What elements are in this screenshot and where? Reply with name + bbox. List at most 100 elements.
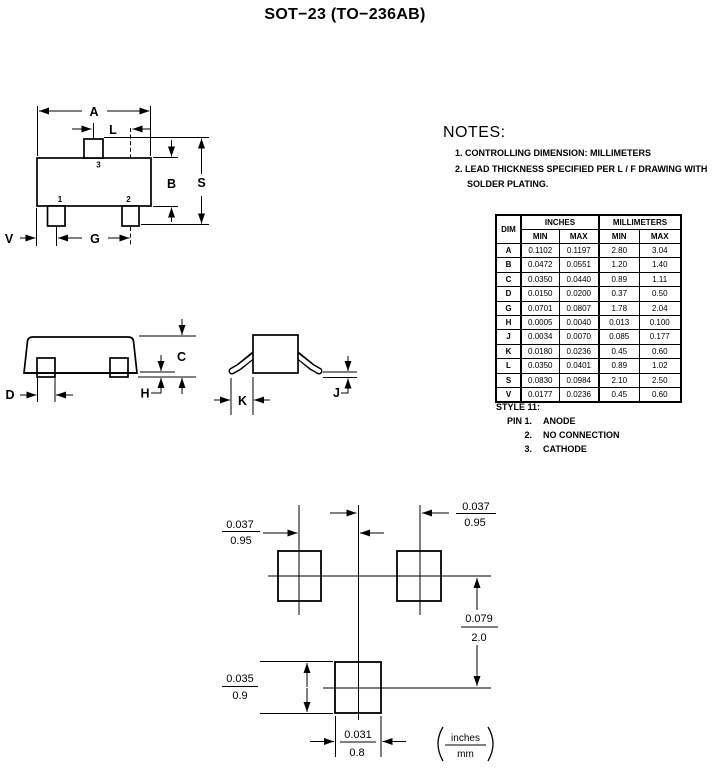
value-cell: 0.013 [598, 315, 640, 331]
value-cell: 0.0005 [520, 315, 560, 331]
note-2-continued: SOLDER PLATING. [467, 179, 549, 189]
group-header-millimeters: MILLIMETERS [598, 214, 682, 230]
notes-heading: NOTES: [443, 124, 506, 141]
dimension-d: D [5, 378, 73, 402]
pin-row-number: 3. [524, 444, 532, 454]
package-side-view: C H D [5, 319, 196, 402]
dimension-a: A [37, 105, 151, 156]
value-cell: 0.0034 [520, 329, 560, 345]
style-heading: STYLE 11: [496, 402, 541, 412]
col-header-mm-max: MAX [638, 229, 682, 244]
dimension-k: K [214, 377, 270, 415]
value-cell: 0.0180 [520, 343, 560, 360]
dim-cell: K [495, 343, 522, 360]
value-cell: 0.60 [638, 387, 682, 403]
value-cell: 0.0350 [520, 358, 560, 374]
dimension-b: B [153, 140, 178, 222]
dim-cell: H [495, 315, 522, 331]
dim-cell: A [495, 242, 522, 259]
note-2: 2. LEAD THICKNESS SPECIFIED PER L / F DR… [455, 164, 708, 174]
page-title: SOT−23 (TO−236AB) [264, 6, 426, 23]
dimension-pad-width: 0.031 0.8 [310, 716, 406, 759]
dim-label-b: B [167, 177, 176, 191]
pin-row-label: ANODE [543, 416, 576, 426]
value-cell: 3.04 [638, 242, 682, 259]
row-spacing-mm: 2.0 [471, 632, 486, 644]
value-cell: 0.0807 [558, 300, 600, 317]
value-cell: 0.0177 [520, 387, 560, 403]
package-end-view: K J [214, 334, 357, 415]
style-section: STYLE 11: PIN 1. ANODE 2. NO CONNECTION … [496, 402, 620, 454]
value-cell: 2.80 [598, 242, 640, 259]
pad-height-mm: 0.9 [232, 690, 247, 702]
dimension-pitch-left: 0.037 0.95 [222, 519, 384, 547]
lead-right [292, 350, 323, 375]
value-cell: 1.20 [598, 257, 640, 273]
solder-footprint: 0.037 0.95 0.037 0.95 0.079 2.0 0.035 [222, 501, 498, 762]
dim-cell: D [495, 286, 522, 302]
value-cell: 0.1102 [520, 242, 560, 259]
note-1: 1. CONTROLLING DIMENSION: MILLIMETERS [455, 148, 651, 158]
value-cell: 0.177 [638, 329, 682, 345]
dim-label-h: H [140, 387, 149, 401]
legend-inches: inches [451, 733, 480, 744]
value-cell: 2.10 [598, 372, 640, 389]
side-foot-left [36, 357, 56, 378]
pin-row-label: CATHODE [543, 444, 587, 454]
dim-label-c: C [177, 350, 186, 364]
legend-mm: mm [457, 749, 474, 760]
value-cell: 1.78 [598, 300, 640, 317]
value-cell: 0.085 [598, 329, 640, 345]
dim-cell: G [495, 300, 522, 317]
dimension-j: J [323, 356, 357, 400]
pin1-number: 1 [58, 195, 63, 204]
pad-width-mm: 0.8 [349, 747, 364, 759]
style-pin-row: 3. CATHODE [496, 444, 620, 454]
pin-row-number: PIN 1. [506, 416, 532, 426]
col-header-in-min: MIN [520, 229, 560, 244]
pin1-lead [46, 205, 66, 227]
dim-label-d: D [5, 388, 14, 402]
col-header-mm-min: MIN [598, 229, 640, 244]
dimension-c: C [138, 319, 196, 394]
value-cell: 0.89 [598, 271, 640, 288]
value-cell: 0.0150 [520, 286, 560, 302]
pad-right [396, 550, 442, 602]
dim-label-k: K [238, 394, 247, 408]
value-cell: 0.0472 [520, 257, 560, 273]
dim-label-v: V [5, 232, 14, 246]
value-cell: 0.0236 [558, 343, 600, 360]
dim-cell: J [495, 329, 522, 345]
dim-label-a: A [89, 105, 98, 119]
pad-height-inches: 0.035 [226, 673, 254, 685]
pin3-tab [83, 138, 104, 159]
value-cell: 1.02 [638, 358, 682, 374]
pad-left [277, 550, 322, 602]
dim-label-g: G [90, 232, 100, 246]
value-cell: 0.0401 [558, 358, 600, 374]
value-cell: 0.0830 [520, 372, 560, 389]
value-cell: 0.45 [598, 387, 640, 403]
row-spacing-inches: 0.079 [465, 613, 493, 625]
lead-left [228, 350, 259, 375]
value-cell: 0.45 [598, 343, 640, 360]
value-cell: 1.40 [638, 257, 682, 273]
value-cell: 2.04 [638, 300, 682, 317]
value-cell: 0.0200 [558, 286, 600, 302]
dimension-row-spacing: 0.079 2.0 [461, 578, 498, 686]
dimension-table: DIM INCHES MILLIMETERS MIN MAX MIN MAX A… [495, 214, 682, 404]
dim-label-l: L [109, 123, 117, 137]
pitch-left-inches: 0.037 [226, 519, 254, 531]
value-cell: 0.50 [638, 286, 682, 302]
style-pin-row: PIN 1. ANODE [496, 416, 620, 426]
dimension-v: V [5, 208, 37, 246]
table-subheader-row: MIN MAX MIN MAX [496, 229, 682, 244]
